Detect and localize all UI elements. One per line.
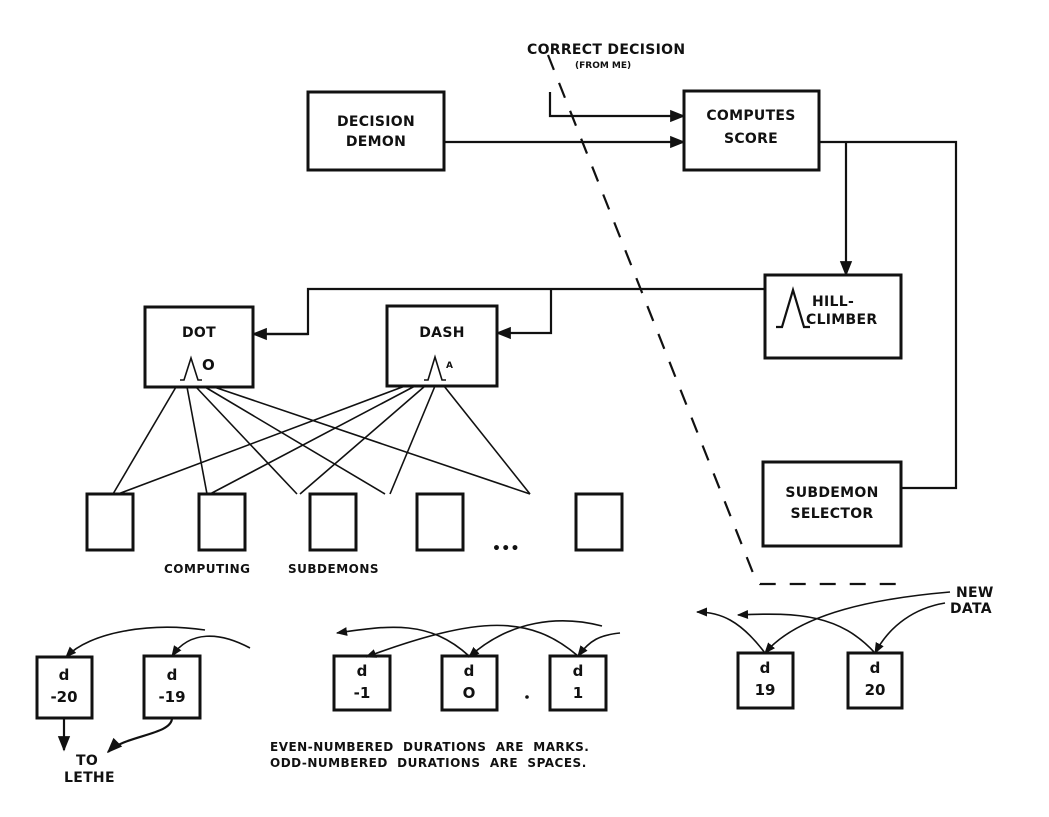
subdemon-box [197, 492, 247, 552]
note-line-2: ODD-NUMBERED DURATIONS ARE SPACES. [270, 756, 587, 770]
dot-mark [525, 695, 529, 699]
subdemons-label: SUBDEMONS [288, 562, 379, 576]
subdemon-selector-label-1: SUBDEMON [785, 485, 878, 501]
duration-number: -19 [158, 688, 185, 706]
duration-box-m1: d -1 [332, 654, 392, 712]
score-output-line [819, 140, 958, 490]
note-line-1: EVEN-NUMBERED DURATIONS ARE MARKS. [270, 740, 589, 754]
decision-demon-label-1: DECISION [337, 114, 415, 130]
to-lethe-label-1: TO [76, 753, 98, 769]
duration-box-m19: d -19 [142, 654, 202, 720]
hill-climber-box: HILL- CLIMBER [763, 273, 903, 360]
to-lethe-label-2: LETHE [64, 770, 115, 786]
subdemon-box [574, 492, 624, 552]
duration-d: d [760, 659, 771, 677]
dot-label: DOT [182, 325, 216, 341]
dash-label: DASH [419, 325, 464, 341]
subdemon-connections [112, 385, 531, 495]
hillclimber-feedback-line [253, 287, 765, 336]
duration-box-1: d 1 [548, 654, 608, 712]
new-data-label-2: DATA [950, 601, 992, 617]
dot-curve-icon [180, 355, 202, 381]
dash-curve-icon [424, 354, 446, 381]
duration-d: d [464, 662, 475, 680]
hill-curve-icon [776, 286, 810, 329]
duration-box-m20: d -20 [35, 655, 94, 720]
subdemon-box [415, 492, 465, 552]
shift-arrows [57, 591, 951, 754]
hill-climber-label-2: CLIMBER [806, 312, 877, 328]
duration-d: d [167, 666, 178, 684]
duration-number: 19 [755, 681, 776, 699]
computes-score-label-1: COMPUTES [706, 108, 795, 124]
duration-box-19: d 19 [736, 651, 795, 710]
computes-score-box: COMPUTES SCORE [682, 89, 821, 172]
subdemon-selector-label-2: SELECTOR [790, 506, 873, 522]
duration-number: -1 [354, 684, 371, 702]
duration-box-0: d O [440, 654, 499, 712]
dash-superscript: A [446, 361, 453, 371]
duration-box-20: d 20 [846, 651, 904, 710]
dashed-boundary [546, 54, 905, 586]
subdemon-box [308, 492, 358, 552]
decision-demon-label-2: DEMON [346, 134, 406, 150]
duration-d: d [573, 662, 584, 680]
ellipsis: ••• [492, 541, 520, 557]
dot-superscript: O [202, 356, 215, 374]
duration-d: d [59, 666, 70, 684]
dot-box: DOT O [143, 305, 255, 389]
new-data-label-1: NEW [956, 585, 994, 601]
duration-d: d [357, 662, 368, 680]
duration-d: d [870, 659, 881, 677]
from-me-label: (FROM ME) [575, 61, 631, 71]
subdemon-selector-box: SUBDEMON SELECTOR [761, 460, 903, 548]
hillclimber-to-dash-arrow [495, 289, 553, 340]
computes-score-label-2: SCORE [724, 131, 778, 147]
duration-number: -20 [50, 688, 77, 706]
duration-number: 1 [573, 684, 583, 702]
duration-number: 20 [865, 681, 886, 699]
subdemon-box [85, 492, 135, 552]
decision-demon-box: DECISION DEMON [306, 90, 446, 172]
hill-climber-label-1: HILL- [812, 294, 854, 310]
computing-label: COMPUTING [164, 562, 251, 576]
correct-decision-label: CORRECT DECISION [527, 42, 685, 58]
dash-box: DASH A [385, 304, 499, 388]
correct-decision-arrow [548, 92, 686, 123]
duration-number: O [463, 684, 476, 702]
